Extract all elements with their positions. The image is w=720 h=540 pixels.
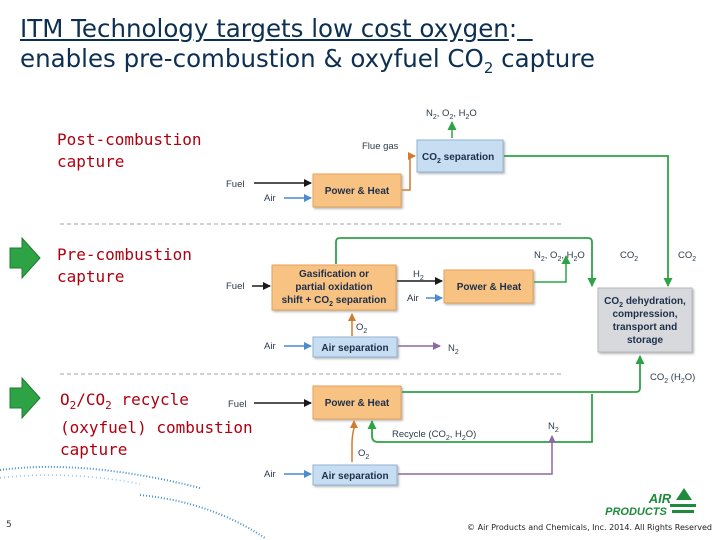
logo-line2: PRODUCTS [605, 506, 667, 518]
page-number: 5 [6, 520, 12, 530]
label-pre-combustion: Pre-combustion capture [57, 245, 192, 286]
logo-triangle-icon [676, 488, 692, 500]
air-products-logo: AIR PRODUCTS [605, 488, 696, 518]
pre-co2-right-label: CO2 [678, 250, 696, 263]
post-flue-gas-label: Flue gas [362, 141, 399, 152]
pre-co2-mid-label: CO2 [620, 250, 638, 263]
storage-line3: transport and [613, 322, 677, 333]
decor-swoosh-2 [139, 494, 266, 539]
post-co2-separation-box [416, 139, 504, 173]
pre-out-label: N2, O2, H2O [534, 250, 585, 263]
title-line2-text: enables pre-combustion & oxyfuel CO [20, 44, 484, 73]
pre-power-heat-box [443, 269, 534, 304]
pre-air-separation-label: Air separation [321, 343, 388, 354]
label-oxy-rest: recycle (oxyfuel) combustion capture [60, 390, 253, 460]
oxy-co2-h2o-label: CO2 (H2O) [650, 372, 695, 385]
post-power-heat-label: Power & Heat [325, 186, 390, 197]
pre-o2-label: O2 [356, 322, 367, 335]
storage-line2: compression, [612, 309, 677, 320]
storage-box [597, 287, 693, 353]
title-line-1: ITM Technology targets low cost oxygen: [20, 14, 710, 44]
pointer-arrow-oxy-icon [9, 376, 41, 420]
label-oxy-mid: /CO [76, 390, 106, 409]
pre-h2-label: H2 [413, 269, 424, 282]
pre-co2-to-storage-arrow [335, 237, 597, 287]
oxy-o2-label: O2 [358, 448, 369, 461]
title-line-2: enables pre-combustion & oxyfuel CO2 cap… [20, 44, 710, 83]
post-power-heat-box [312, 173, 402, 208]
title-colon: : [508, 14, 518, 43]
pre-out-arrow [534, 255, 571, 283]
post-air-label: Air [264, 193, 276, 204]
decor-swoosh-3 [0, 474, 141, 485]
logo-bar-1 [670, 504, 696, 507]
post-co2-to-storage-arrow [504, 155, 673, 287]
pre-air-separation-box [312, 336, 398, 358]
label-oxy-sub2: 2 [105, 399, 112, 413]
oxy-air-separation-label: Air separation [321, 471, 388, 482]
pre-air-small-label: Air [407, 293, 419, 304]
oxy-air-label: Air [264, 469, 276, 480]
copyright-notice: © Air Products and Chemicals, Inc. 2014.… [467, 523, 712, 532]
oxy-air-separation-box [312, 464, 398, 486]
storage-line1: CO2 dehydration, [604, 296, 686, 309]
oxy-o2-arrow [350, 420, 358, 462]
pre-gasification-line3: shift + CO2 separation [282, 295, 387, 308]
label-post-combustion: Post-combustion capture [57, 130, 202, 171]
pointer-arrow-pre-icon [9, 236, 41, 280]
label-oxy-sub1: 2 [69, 399, 77, 413]
post-top-out-label: N2, O2, H2O [426, 108, 477, 121]
post-fuel-label: Fuel [226, 179, 244, 190]
title-underlined: ITM Technology targets low cost oxygen [20, 14, 509, 43]
oxy-n2-arrow [398, 435, 556, 475]
logo-bar-2 [672, 510, 694, 513]
oxy-power-heat-label: Power & Heat [325, 398, 390, 409]
oxy-fuel-label: Fuel [228, 399, 246, 410]
post-flue-gas-arrow [402, 152, 416, 191]
oxy-power-heat-box [312, 385, 402, 420]
label-oxy-o: O [60, 390, 70, 409]
oxy-recycle-label: Recycle (CO2, H2O) [392, 429, 476, 442]
title-sub: 2 [483, 58, 494, 77]
label-oxyfuel: O2/CO2 recycle (oxyfuel) combustion capt… [60, 389, 253, 461]
storage-line4: storage [627, 335, 664, 346]
slide-title: ITM Technology targets low cost oxygen: … [20, 14, 710, 83]
pre-n2-label: N2 [448, 343, 459, 356]
oxy-recycle-arrow [367, 394, 593, 443]
oxy-n2-label: N2 [548, 421, 559, 434]
pre-air-label: Air [264, 341, 276, 352]
title-line2-end: capture [493, 44, 595, 73]
pre-gasification-line2: partial oxidation [295, 282, 372, 293]
pre-gasification-line1: Gasification or [299, 269, 369, 280]
oxy-co2-to-storage-arrow [402, 355, 645, 393]
logo-line1: AIR [648, 491, 672, 506]
pre-fuel-label: Fuel [226, 281, 244, 292]
pre-power-heat-label: Power & Heat [457, 282, 522, 293]
pre-gasification-box [271, 264, 397, 311]
decor-swoosh-1 [0, 465, 201, 489]
post-co2-separation-label: CO2 separation [422, 152, 494, 165]
